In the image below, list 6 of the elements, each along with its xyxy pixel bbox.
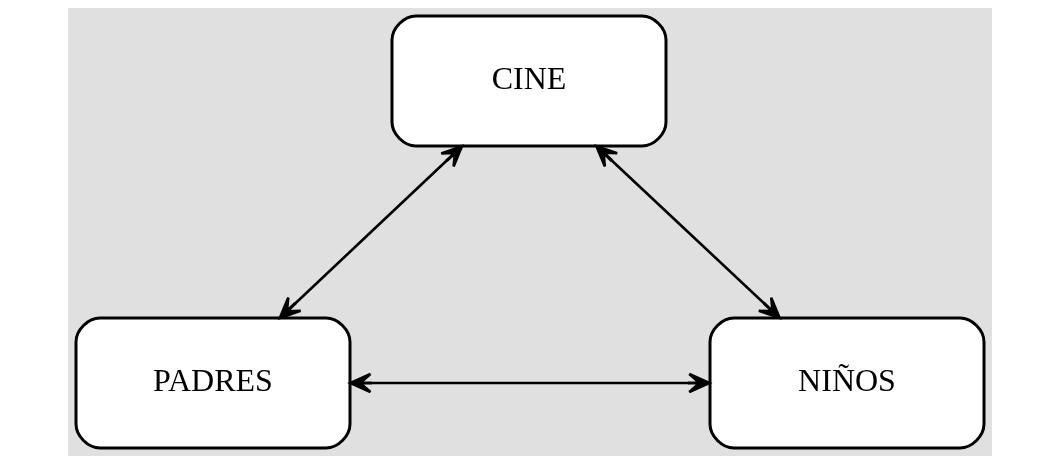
- node-box: PADRES: [74, 316, 351, 450]
- arrow: [348, 372, 711, 394]
- node-box: NIÑOS: [708, 316, 985, 450]
- node-box: CINE: [390, 14, 667, 148]
- arrow: [278, 144, 463, 320]
- arrow: [594, 144, 781, 320]
